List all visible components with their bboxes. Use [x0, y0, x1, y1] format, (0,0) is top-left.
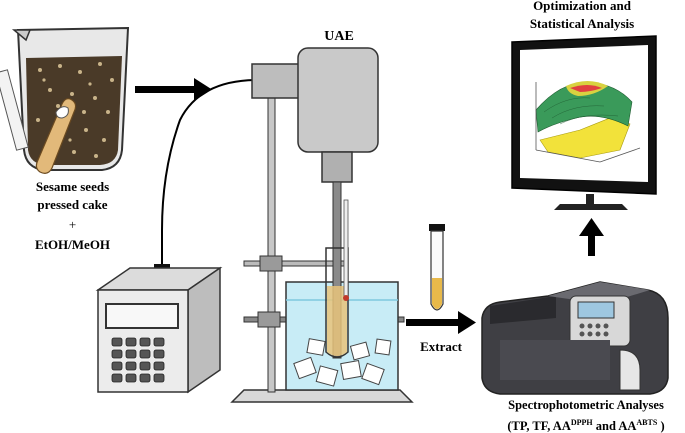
extract-label: Extract [420, 339, 462, 354]
sample-label: Sesame seeds pressed cake + EtOH/MeOH [0, 178, 145, 254]
test-tube-icon [429, 224, 445, 311]
dpph-superscript: DPPH [570, 418, 593, 427]
plus-sign: + [68, 217, 77, 232]
beaker-with-seeds-icon [0, 26, 130, 174]
spectro-label: Spectrophotometric Analyses (TP, TF, AAD… [488, 397, 684, 433]
ultrasonic-generator-icon [95, 264, 223, 394]
monitor-3d-plot-icon [511, 35, 657, 210]
spectro-line1: Spectrophotometric Analyses [508, 398, 664, 412]
optimization-line2: Statistical Analysis [529, 16, 635, 31]
uae-label: UAE [324, 29, 354, 44]
spectrophotometer-icon [481, 281, 669, 395]
ultrasonic-probe-icon [230, 47, 414, 403]
arrow-right-icon [406, 311, 476, 334]
optimization-title: Optimization and Statistical Analysis [502, 0, 662, 33]
spectro-line2-pre: (TP, TF, AA [507, 419, 571, 433]
cable [161, 79, 259, 268]
spectro-line2: (TP, TF, AADPPH and AAABTS ) [488, 414, 684, 433]
arrow-right-icon [135, 78, 212, 101]
seed-line2: pressed cake [37, 197, 108, 212]
spectro-line2-mid: and AA [592, 419, 637, 433]
optimization-line1: Optimization and [533, 0, 631, 13]
seed-line1: Sesame seeds [35, 179, 110, 194]
arrow-up-icon [579, 218, 604, 256]
abts-superscript: ABTS [636, 418, 658, 427]
solvent-label: EtOH/MeOH [34, 237, 111, 252]
spectro-line2-post: ) [657, 419, 665, 433]
